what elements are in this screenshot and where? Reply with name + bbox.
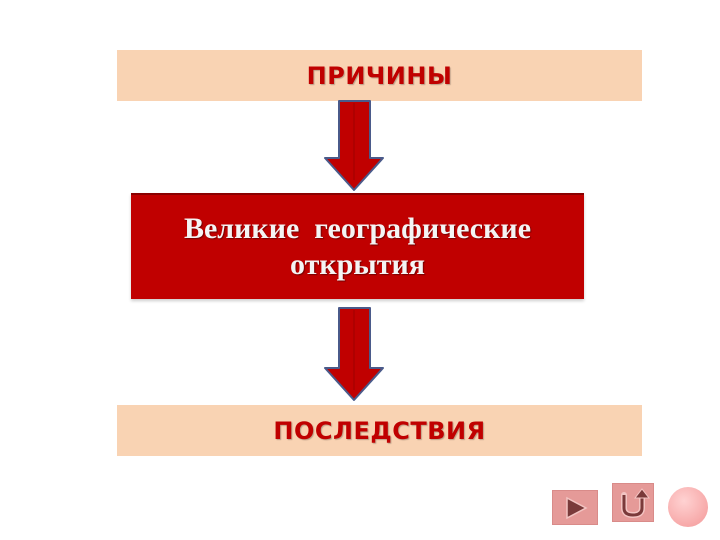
down-arrow-icon xyxy=(324,100,384,191)
down-arrow-icon xyxy=(324,307,384,401)
effects-box[interactable]: ПОСЛЕДСТВИЯ xyxy=(117,405,642,456)
u-turn-icon xyxy=(621,488,651,519)
return-button[interactable] xyxy=(612,483,654,522)
center-line-2: открытия xyxy=(290,248,425,281)
causes-box[interactable]: ПРИЧИНЫ xyxy=(117,50,642,101)
circle-button[interactable] xyxy=(668,487,708,527)
play-icon xyxy=(566,496,588,520)
great-discoveries-box[interactable]: Великие географические открытия xyxy=(131,193,584,299)
next-button[interactable] xyxy=(552,490,598,525)
causes-label: ПРИЧИНЫ xyxy=(306,61,453,90)
center-line-1: Великие географические xyxy=(183,212,532,245)
effects-label: ПОСЛЕДСТВИЯ xyxy=(273,416,486,445)
